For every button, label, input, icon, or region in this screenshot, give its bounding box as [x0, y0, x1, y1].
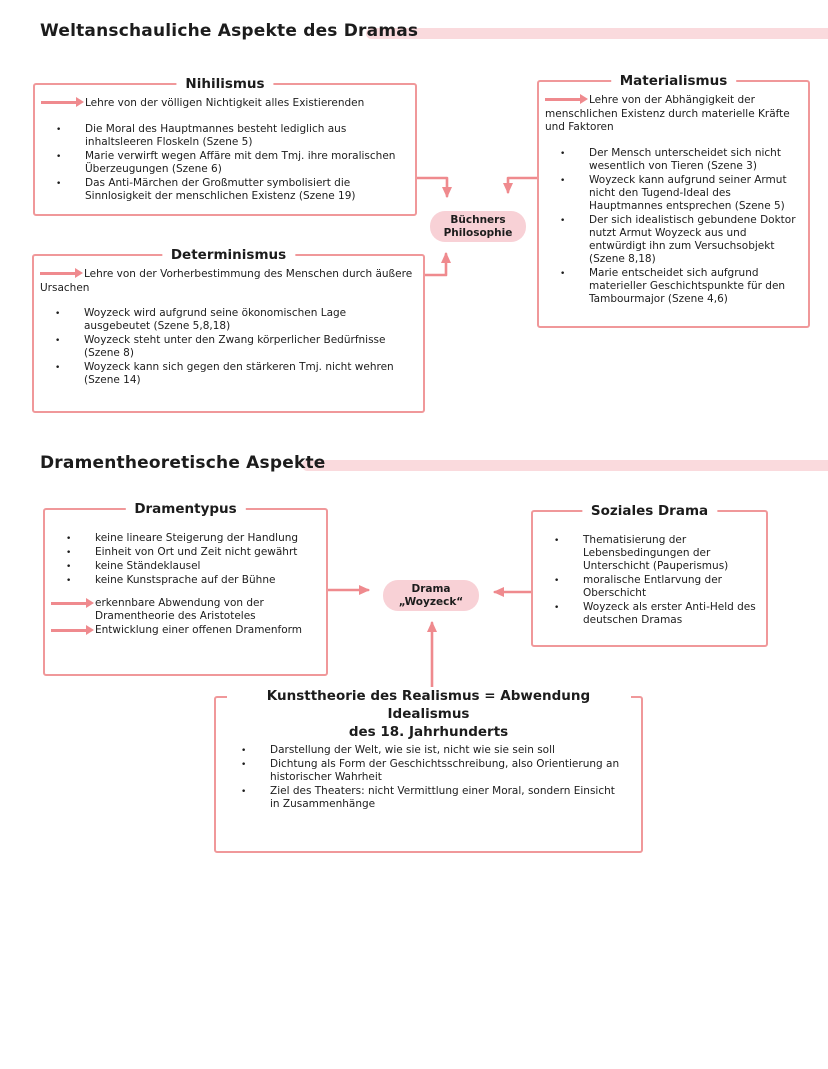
section1-highlight-bar [366, 28, 828, 39]
kunsttheorie-box-title: Kunsttheorie des Realismus = Abwendung I… [226, 687, 631, 742]
node-text-line: Büchners [450, 214, 506, 226]
bullet-item: Thematisierung der Lebensbedingungen der… [545, 534, 760, 573]
right-arrow-icon [51, 625, 94, 635]
bullet-item: keine Kunstsprache auf der Bühne [57, 574, 318, 588]
node-text-line: Philosophie [443, 226, 513, 239]
bullet-item: Woyzeck kann sich gegen den stärkeren Tm… [46, 361, 415, 387]
drama-woyzeck-node: Drama „Woyzeck“ [383, 580, 479, 611]
conclusion-text: erkennbare Abwendung von der Dramentheor… [95, 597, 264, 622]
dramentypus-conclusions: erkennbare Abwendung von der Dramentheor… [51, 597, 318, 637]
materialismus-definition: Lehre von der Abhängigkeit der menschlic… [545, 94, 802, 135]
bullet-item: Ziel des Theaters: nicht Vermittlung ein… [232, 785, 625, 811]
soziales-drama-box-title: Soziales Drama [581, 503, 718, 520]
determinismus-definition: Lehre von der Vorherbestimmung des Mensc… [40, 268, 415, 295]
right-arrow-icon [545, 94, 588, 104]
bullet-item: Einheit von Ort und Zeit nicht gewährt [57, 546, 318, 560]
soziales-drama-box: Soziales Drama Thematisierung der Lebens… [531, 503, 768, 647]
bullet-item: Marie entscheidet sich aufgrund materiel… [551, 267, 802, 306]
nihilismus-bullet-list: Die Moral des Hauptmannes besteht ledigl… [47, 123, 407, 203]
materialismus-box: Materialismus Lehre von der Abhängigkeit… [537, 73, 810, 328]
bullet-item: Woyzeck wird aufgrund seine ökonomischen… [46, 307, 415, 333]
definition-text: Lehre von der Abhängigkeit der menschlic… [545, 94, 790, 133]
materialismus-box-title: Materialismus [610, 73, 737, 90]
soziales-drama-bullet-list: Thematisierung der Lebensbedingungen der… [545, 534, 760, 627]
kunsttheorie-bullet-list: Darstellung der Welt, wie sie ist, nicht… [232, 744, 625, 811]
right-arrow-icon [51, 598, 94, 608]
dramentypus-bullet-list: keine lineare Steigerung der HandlungEin… [57, 532, 318, 588]
bullet-item: Woyzeck kann aufgrund seiner Armut nicht… [551, 174, 802, 213]
bullet-item: Woyzeck steht unter den Zwang körperlich… [46, 334, 415, 360]
node-text-line: Drama [411, 583, 451, 595]
bullet-item: Der sich idealistisch gebundene Doktor n… [551, 214, 802, 266]
buechners-philosophie-node: Büchners Philosophie [430, 211, 526, 242]
right-arrow-icon [41, 97, 84, 107]
bullet-item: keine Ständeklausel [57, 560, 318, 574]
connector-determinismus-to-philosophie [423, 252, 451, 277]
connector-nihilismus-to-philosophie [415, 176, 452, 198]
bullet-item: Das Anti-Märchen der Großmutter symbolis… [47, 177, 407, 203]
bullet-item: Darstellung der Welt, wie sie ist, nicht… [232, 744, 625, 758]
section-title-dramentheoretische-aspekte: Dramentheoretische Aspekte [40, 453, 326, 473]
materialismus-bullet-list: Der Mensch unterscheidet sich nicht wese… [551, 147, 802, 306]
box-title-line: Kunsttheorie des Realismus = Abwendung I… [266, 688, 591, 723]
nihilismus-definition: Lehre von der völligen Nichtigkeit alles… [41, 97, 407, 111]
determinismus-box-title: Determinismus [161, 247, 296, 264]
kunsttheorie-box: Kunsttheorie des Realismus = Abwendung I… [214, 687, 643, 853]
bullet-item: keine lineare Steigerung der Handlung [57, 532, 318, 546]
dramentypus-box-title: Dramentypus [125, 501, 246, 518]
box-title-line: des 18. Jahrhunderts [348, 724, 509, 741]
connector-materialismus-to-philosophie [503, 176, 539, 194]
section-title-weltanschauliche-aspekte: Weltanschauliche Aspekte des Dramas [40, 21, 419, 41]
nihilismus-box-title: Nihilismus [176, 76, 274, 93]
definition-text: Lehre von der völligen Nichtigkeit alles… [85, 97, 365, 109]
nihilismus-box: Nihilismus Lehre von der völligen Nichti… [33, 76, 417, 216]
bullet-item: Die Moral des Hauptmannes besteht ledigl… [47, 123, 407, 149]
bullet-item: moralische Entlarvung der Oberschicht [545, 574, 760, 600]
section2-highlight-bar [302, 460, 828, 471]
right-arrow-icon [40, 268, 83, 278]
determinismus-box: Determinismus Lehre von der Vorherbestim… [32, 247, 425, 413]
bullet-item: Woyzeck als erster Anti-Held des deutsch… [545, 601, 760, 627]
bullet-item: Der Mensch unterscheidet sich nicht wese… [551, 147, 802, 173]
determinismus-bullet-list: Woyzeck wird aufgrund seine ökonomischen… [46, 307, 415, 387]
bullet-item: Dichtung als Form der Geschichtsschreibu… [232, 758, 625, 784]
bullet-item: Marie verwirft wegen Affäre mit dem Tmj.… [47, 150, 407, 176]
dramentypus-box: Dramentypus keine lineare Steigerung der… [43, 501, 328, 676]
node-text-line: „Woyzeck“ [398, 595, 464, 608]
conclusion-item: erkennbare Abwendung von der Dramentheor… [51, 597, 318, 623]
conclusion-item: Entwicklung einer offenen Dramenform [51, 624, 318, 637]
conclusion-text: Entwicklung einer offenen Dramenform [95, 624, 303, 636]
definition-text: Lehre von der Vorherbestimmung des Mensc… [40, 268, 413, 294]
